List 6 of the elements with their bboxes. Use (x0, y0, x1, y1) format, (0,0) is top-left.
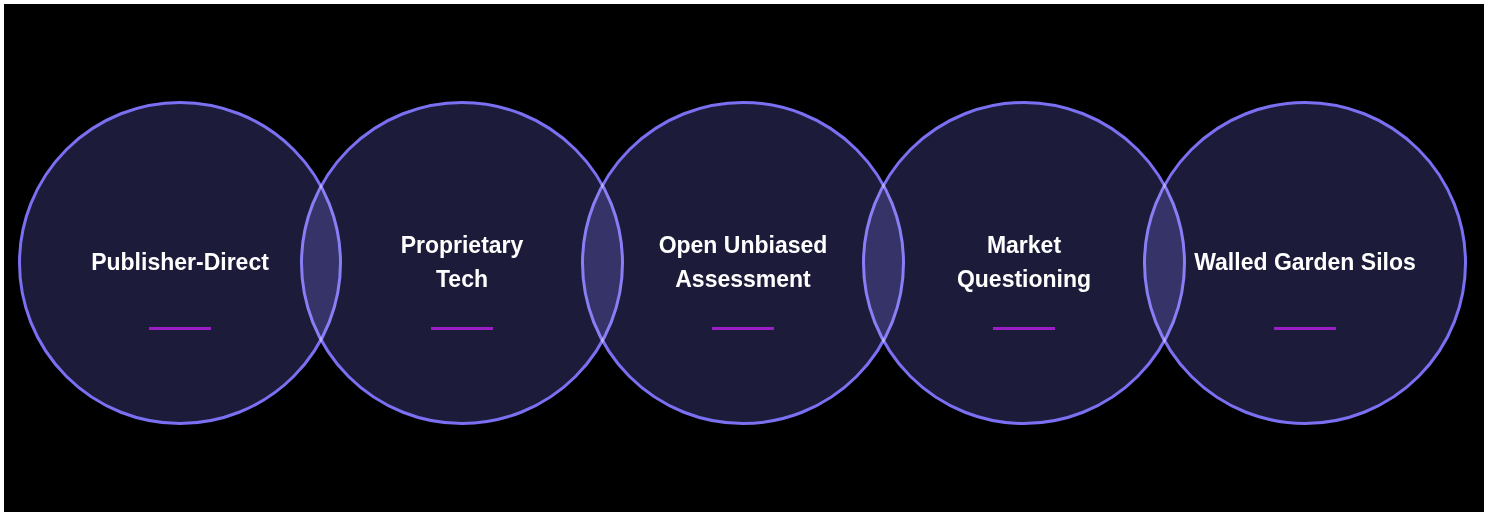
circle-label: Market Questioning (955, 230, 1093, 294)
circle-label: Open Unbiased Assessment (657, 230, 829, 294)
circle-label: Walled Garden Silos (1193, 248, 1417, 278)
circle-label: Proprietary Tech (399, 230, 525, 294)
circle-label: Publisher-Direct (90, 248, 270, 278)
circle-node (1143, 101, 1467, 425)
